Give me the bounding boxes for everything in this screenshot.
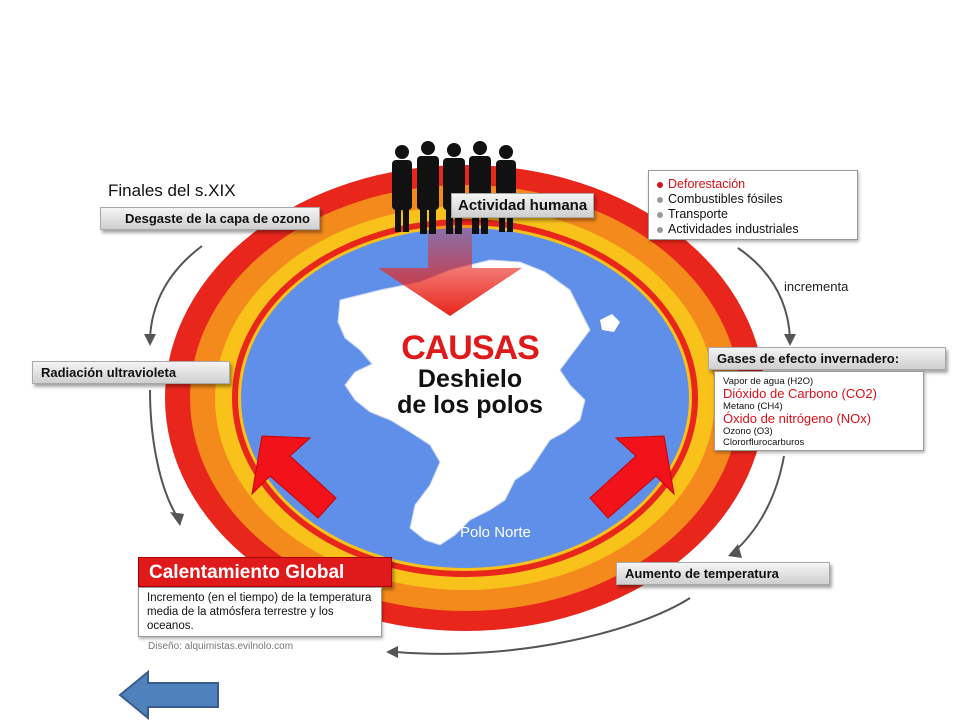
global-warming-description: Incremento (en el tiempo) de la temperat… [147,592,372,632]
arrow-heads [144,334,796,658]
arrowhead [784,334,796,346]
arrow-activity-to-gases [737,247,791,339]
era-heading: Finales del s.XIX [108,181,236,200]
global-warming-title: Calentamiento Global [149,562,345,583]
arrowhead [728,544,742,558]
right-red-arrow [589,435,675,519]
human-activity-box: Actividad humana [451,193,595,218]
activity-label: Actividades industriales [668,222,799,236]
gas-item: Ozono (O3) [723,426,773,437]
activity-label: Combustibles fósiles [668,192,783,206]
arrow-temperature-to-credit [395,597,691,655]
arrowhead [170,512,184,526]
bullet-icon [657,181,663,188]
bullet-icon [657,211,663,218]
causes-title: CAUSAS [401,329,540,367]
activity-label: Transporte [668,207,728,221]
arrow-ozone-to-radiation [149,245,203,339]
temperature-rise-label: Aumento de temperatura [625,566,779,581]
top-red-arrow [378,222,522,316]
activity-label: Deforestación [668,177,746,191]
activity-item: Combustibles fósiles [657,192,849,207]
island-small [600,314,620,332]
left-red-arrow [251,435,337,519]
people-icon [392,141,516,234]
melting-line-1: Deshielo [417,365,523,393]
bullet-icon [657,196,663,203]
ozone-depletion-label: Desgaste de la capa de ozono [125,211,310,226]
center-title-block: CAUSAS Deshielo de los polos [380,330,560,418]
gas-item: Vapor de agua (H2O) [723,376,814,387]
gas-item: Óxido de nitrógeno (NOx) [723,411,872,426]
human-activity-label: Actividad humana [458,197,588,214]
arrowhead [386,646,398,658]
increases-label: incrementa [784,279,849,294]
gas-item: Dióxido de Carbono (CO2) [723,386,877,401]
arrow-radiation-to-warming [149,389,179,519]
design-credit: Diseño: alquimistas.evilnolo.com [148,641,294,652]
gas-item: Clororflurocarburos [723,437,805,448]
temperature-rise-box: Aumento de temperatura [616,562,830,585]
uv-radiation-box: Radiación ultravioleta [32,361,230,384]
melting-line-2: de los polos [397,391,543,419]
arrow-gases-to-temperature [733,455,785,553]
greenhouse-gases-label: Gases de efecto invernadero: [717,351,900,366]
gas-item: Metano (CH4) [723,401,783,412]
arrowhead [144,334,156,346]
activity-item: Actividades industriales [657,222,849,237]
activity-item: Deforestación [657,177,849,192]
landmass [337,259,591,546]
activity-item: Transporte [657,207,849,222]
global-warming-description-box: Incremento (en el tiempo) de la temperat… [138,587,382,637]
greenhouse-gases-box: Gases de efecto invernadero: [708,347,946,370]
back-arrow-icon[interactable] [118,670,222,720]
north-pole-label: Polo Norte [460,524,531,541]
greenhouse-gases-list: Vapor de agua (H2O)Dióxido de Carbono (C… [714,371,924,451]
uv-radiation-label: Radiación ultravioleta [41,365,177,380]
bullet-icon [657,226,663,233]
cycle-arrows [149,245,791,655]
ozone-depletion-box: Desgaste de la capa de ozono [100,207,320,230]
global-warming-title-box: Calentamiento Global [138,557,392,587]
